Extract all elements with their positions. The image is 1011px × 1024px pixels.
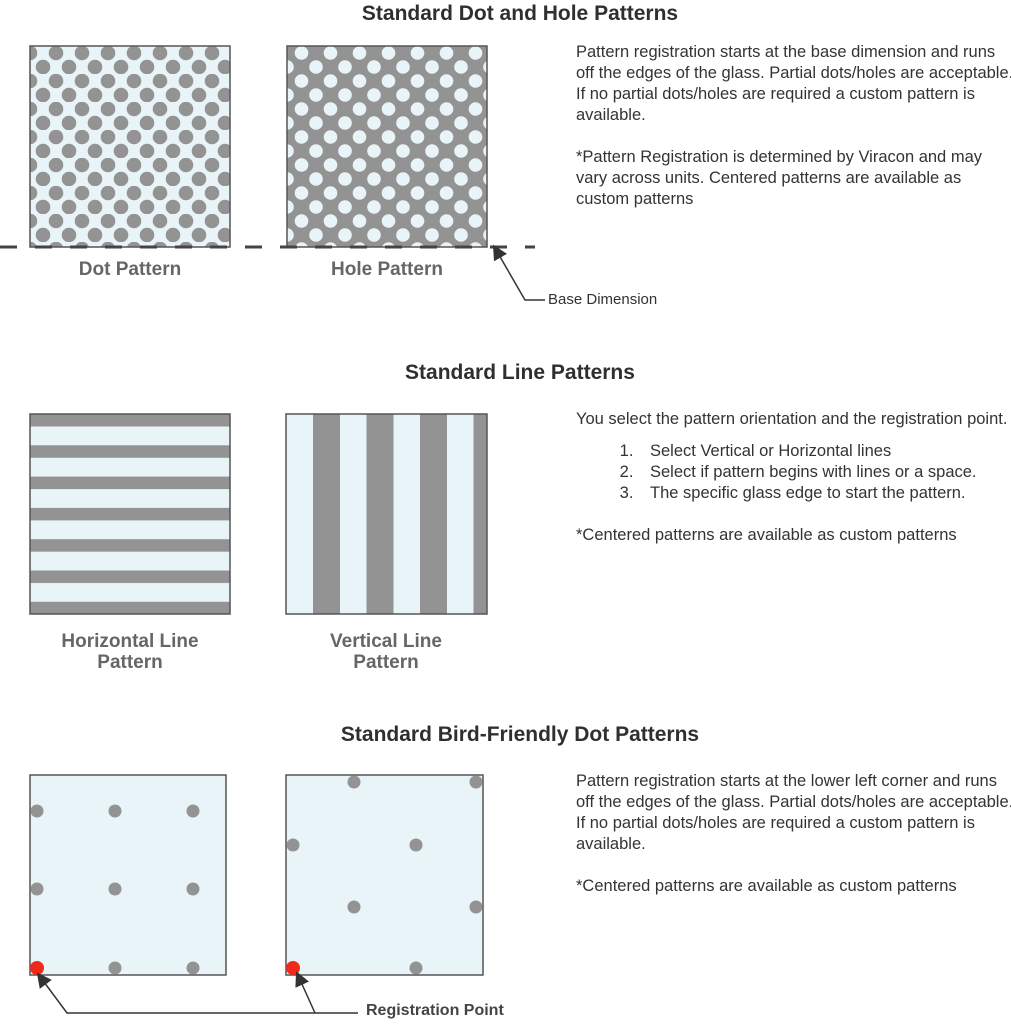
paragraph: *Centered patterns are available as cust… [576, 526, 957, 544]
paragraph: Pattern registration starts at the lower… [576, 772, 1011, 853]
list-item: The specific glass edge to start the pat… [638, 483, 1011, 504]
base-dimension-arrow [492, 244, 545, 301]
list-item: Select if pattern begins with lines or a… [638, 462, 1011, 483]
base-dimension-label: Base Dimension [548, 291, 658, 308]
hole-pattern-sample [286, 45, 488, 248]
paragraph: Pattern registration starts at the base … [576, 43, 1011, 124]
registration-point [286, 961, 300, 975]
paragraph: You select the pattern orientation and t… [576, 410, 1008, 428]
section-title-bird: Standard Bird-Friendly Dot Patterns [340, 723, 700, 746]
horizontal-line-label: Horizontal Line Pattern [61, 631, 199, 673]
hole-pattern-label: Hole Pattern [331, 259, 443, 280]
vertical-line-sample [285, 413, 488, 615]
registration-arrow-2 [295, 971, 316, 1014]
bird-description: Pattern registration starts at the lower… [576, 771, 1011, 918]
paragraph: *Centered patterns are available as cust… [576, 877, 957, 895]
vertical-line-label: Vertical Line Pattern [330, 631, 442, 673]
dot-pattern-label: Dot Pattern [78, 259, 182, 280]
registration-arrow-1 [36, 972, 358, 1014]
horizontal-line-sample [29, 413, 231, 615]
dot-pattern-sample [29, 45, 231, 248]
bird-friendly-sample-2 [285, 774, 484, 976]
registration-point [30, 961, 44, 975]
dot-hole-description: Pattern registration starts at the base … [576, 42, 1011, 231]
bird-friendly-sample-1 [29, 774, 227, 976]
line-description: You select the pattern orientation and t… [576, 409, 1011, 567]
section-title-dot-hole: Standard Dot and Hole Patterns [361, 2, 679, 25]
section-title-line: Standard Line Patterns [405, 361, 635, 384]
list-item: Select Vertical or Horizontal lines [638, 441, 1011, 462]
registration-point-label: Registration Point [366, 1002, 504, 1019]
paragraph: *Pattern Registration is determined by V… [576, 148, 982, 208]
